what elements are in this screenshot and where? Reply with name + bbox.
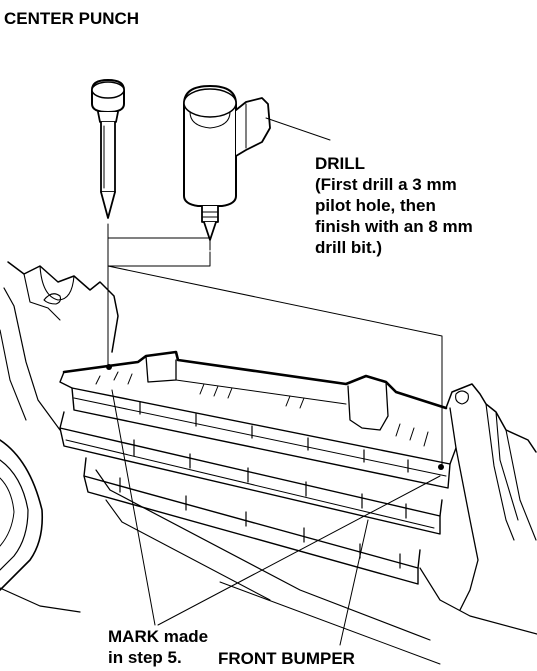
- mark-label-line: MARK made: [108, 627, 209, 646]
- mark-label-line: in step 5.: [108, 648, 182, 667]
- mark-dot-right: [438, 464, 444, 470]
- drill-label-line: pilot hole, then: [315, 196, 436, 215]
- front-bumper-outline: [0, 261, 537, 665]
- mark-points: [106, 364, 444, 470]
- drill-label: DRILL (First drill a 3 mm pilot hole, th…: [315, 153, 473, 258]
- drill-icon: [183, 85, 271, 241]
- drill-label-line: drill bit.): [315, 238, 383, 257]
- drill-label-line: DRILL: [315, 154, 366, 173]
- drill-label-line: finish with an 8 mm: [315, 217, 473, 236]
- front-bumper-label: FRONT BUMPER: [218, 649, 355, 668]
- leader-lines: [107, 117, 443, 646]
- mark-label: MARK made in step 5.: [108, 626, 208, 668]
- mark-dot-left: [106, 364, 112, 370]
- drill-label-line: (First drill a 3 mm: [315, 175, 457, 194]
- center-punch-icon: [91, 79, 125, 219]
- center-punch-label: CENTER PUNCH: [4, 9, 140, 28]
